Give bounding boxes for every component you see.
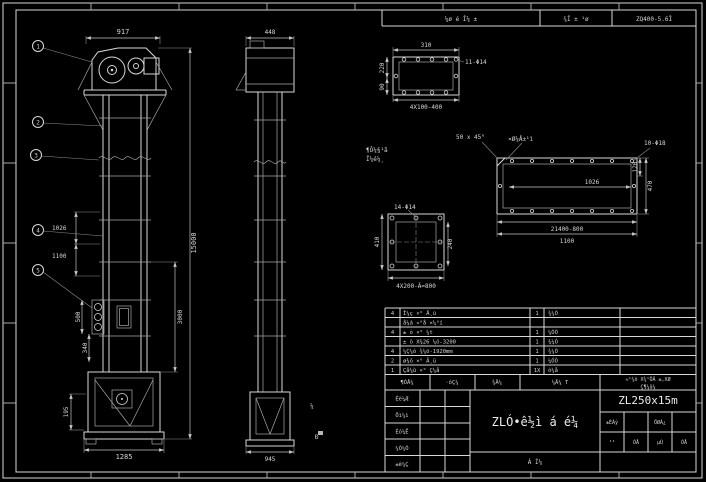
detail-a-dim-bottom: 4X100-400 (410, 104, 443, 111)
bom-row-no: 4 (391, 330, 395, 336)
bom-header-cell: ¼Ä¼ T (552, 379, 569, 386)
header-cell-model: ZQ400-5.6Î (636, 16, 673, 23)
plate-dim-width: 1026 (585, 179, 600, 186)
titleblock-left-row: Öì¼ì (395, 412, 408, 419)
dim-top-width: 917 (117, 28, 130, 36)
bom-row-name: Çå¼û ×° Ç¼å (403, 367, 439, 374)
titleblock-cell: ±ÈÀý (606, 418, 618, 426)
bom-row-mat: ¾¼Ó (548, 310, 558, 317)
stray-mark-1: ¼ (310, 403, 314, 410)
bom-row-qty: 1 (535, 340, 538, 346)
detail-b-dim-left: 410 (374, 236, 381, 247)
front-view-dimensions (69, 36, 192, 453)
bom-row-qty: 1 (535, 349, 538, 355)
plate-holes-label: 10-Φ18 (644, 140, 666, 147)
bom-row-name: ± ó ×° ¼t (403, 329, 433, 336)
dim-overall-height: 15000 (190, 232, 198, 253)
titleblock-cell: ÕÅ (681, 439, 687, 446)
bom-row-name: ± ô X¾26 ¼ö-3200 (403, 339, 456, 346)
bom-row-mat: ¼ÓÒ (548, 329, 558, 336)
dim-side-top: 448 (265, 29, 276, 36)
stray-mark-2: Ð (315, 434, 319, 441)
titleblock-note-1: ≈¹¼ô X¾¹ÔÂ ±,XØ (625, 376, 670, 383)
side-view-linework (235, 40, 295, 447)
bom-row-mat: ¾¼Ó (548, 348, 558, 355)
front-view-linework (77, 47, 173, 445)
plate-detail-linework (481, 141, 651, 237)
plate-dim-width2: 1100 (560, 238, 575, 245)
plate-dim-spacing: 21400-800 (551, 226, 584, 233)
bom-row-no: 4 (391, 349, 395, 355)
bom-row-qty: 1 (535, 359, 538, 365)
dim-left-a: 1026 (52, 225, 67, 232)
titleblock-left-row: Éó¼Ë (395, 427, 408, 435)
bom-row-mat: ¼ÓÒ (548, 358, 558, 365)
balloon-1: 1 (36, 44, 40, 51)
dim-left-d: 340 (82, 342, 89, 353)
detail-a-dim-left2: 90 (379, 83, 386, 91)
drawing-subtitle: Á Í¼ (528, 458, 543, 466)
drawing-title: ZLÓ•ê½ì á é¼ (492, 414, 579, 429)
header-cell-2: ¾Î ± ¹ø (563, 16, 589, 23)
dim-boot-height: 195 (63, 406, 70, 417)
plate-note-line2: Î¼é¼¸ (366, 156, 384, 163)
bom-header-cell: ·ôÇ¼ (445, 379, 458, 386)
bom-row-qty: 1X (534, 368, 541, 374)
balloon-5: 5 (36, 268, 40, 275)
titleblock-cell: ÕÅ (633, 439, 639, 446)
detail-b-linework (380, 209, 450, 281)
header-cell-1: ¼ø é Î¼ ± (445, 16, 478, 23)
plate-chamfer-label: 50 x 45° (456, 134, 485, 141)
dim-left-b: 1100 (52, 253, 67, 260)
bom-row-name: Î¼ç ×° Ä¸ü (403, 310, 436, 317)
side-view-dimensions (245, 36, 295, 454)
detail-a-linework (385, 47, 465, 102)
plate-dim-height: 470 (647, 180, 654, 191)
bom-row-name: å¼á »°å ×¼°í (403, 320, 443, 327)
detail-b-dim-right: 240 (447, 238, 454, 249)
balloon-leaders (30, 40, 104, 309)
bom-row-name: ¼Ç¼ô ¾¼ö-1920mm (403, 348, 453, 355)
titleblock-left-row: Éè¼Æ (395, 395, 409, 403)
plate-dim-edge: 120 (632, 161, 639, 172)
bom-row-mat: ô¼å (548, 367, 558, 374)
titleblock-note-2: Ç¶¼ä¼ (640, 385, 655, 391)
bom-row-name: ø¾ô ×° Ä¸ü (403, 358, 436, 365)
balloon-4: 4 (36, 228, 40, 235)
bom-header-cell: ¾Ä¼ (492, 379, 502, 386)
bom-row-qty: 1 (535, 311, 538, 317)
bom-titleblock-lines (384, 307, 696, 472)
detail-a-dim-top: 310 (421, 42, 432, 49)
titleblock-cell: µÚ (657, 439, 663, 446)
bom-row-no: 4 (391, 311, 395, 317)
titleblock-left-row: ¼Ó¼Õ (395, 445, 408, 452)
plate-note-line1: ¶Ô¼§¹ã (366, 147, 388, 154)
bom-row-no: 1 (391, 368, 394, 374)
dim-left-c: 500 (75, 311, 82, 322)
model-number: ZL250x15m (618, 394, 678, 407)
dim-section-height: 3000 (177, 309, 184, 324)
dim-base-width: 1285 (116, 453, 133, 461)
detail-a-holes-label: 11-Φ14 (465, 59, 487, 66)
header-strip (381, 10, 696, 27)
detail-b-dim-bottom: 4X200-Ä=800 (396, 283, 436, 290)
detail-b-holes-label: 14-Φ14 (394, 204, 416, 211)
detail-a-dim-left1: 220 (379, 62, 386, 73)
bom-header-cell: ¶ÓÅ¼ (400, 379, 413, 386)
bom-row-mat: ¾¼Ó (548, 339, 558, 346)
bom-row-qty: 1 (535, 330, 538, 336)
bom-row-no: 2 (391, 359, 394, 365)
stray-blob (318, 431, 323, 435)
balloon-2: 2 (36, 120, 40, 127)
plate-weld-note: ¤Ø¼Å±¹ì (508, 136, 534, 143)
titleblock-left-row: ±ê¼Ç (395, 461, 408, 468)
balloon-3: 3 (34, 153, 38, 160)
titleblock-cell: ÖØÁ¿ (654, 419, 666, 426)
dim-side-base: 945 (265, 456, 276, 463)
titleblock-cell: ¹² (609, 440, 615, 446)
